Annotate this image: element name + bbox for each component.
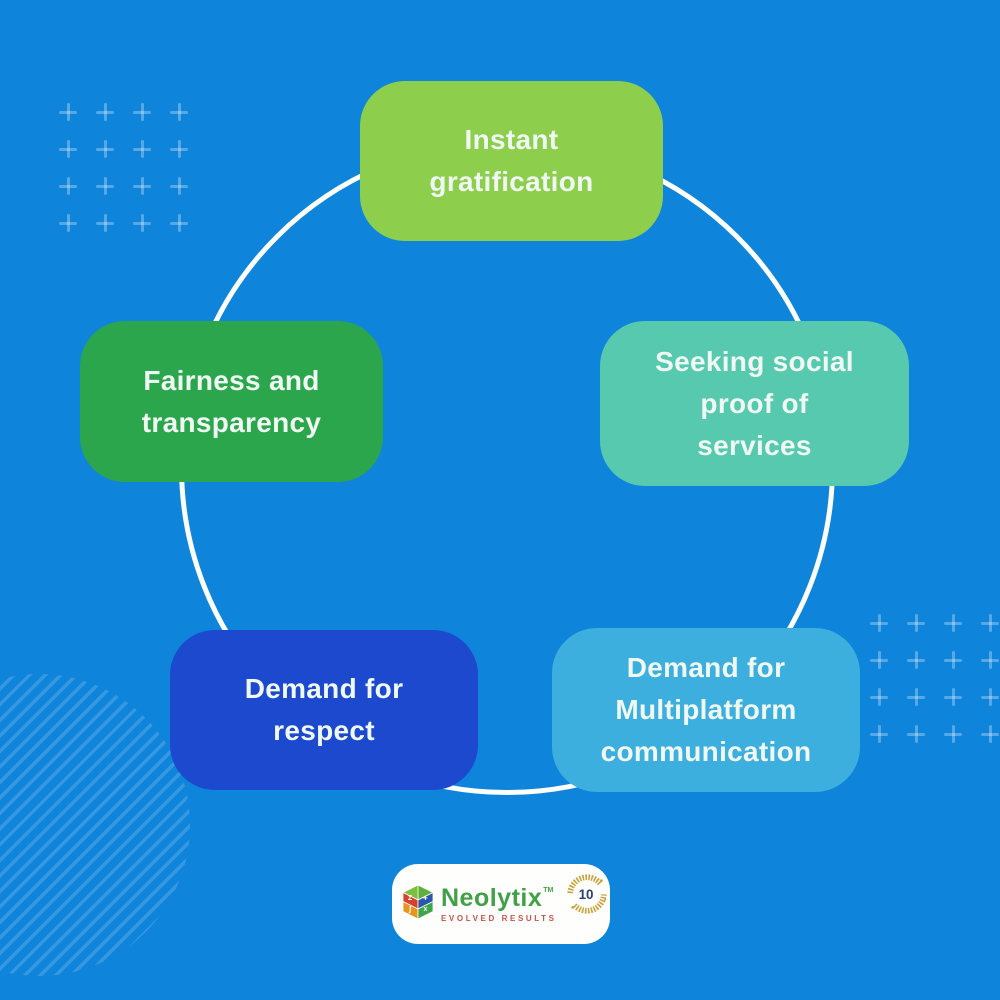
plus-icon	[981, 725, 999, 743]
brand-tagline: EVOLVED RESULTS	[441, 914, 557, 923]
ten-years-badge-icon: 10	[564, 871, 610, 922]
plus-icon	[870, 725, 888, 743]
plus-pattern-top-left	[59, 103, 188, 232]
trademark-symbol: TM	[543, 887, 554, 894]
plus-icon	[59, 103, 77, 121]
svg-text:Σ: Σ	[408, 895, 412, 902]
plus-icon	[907, 651, 925, 669]
plus-icon	[170, 214, 188, 232]
plus-icon	[981, 651, 999, 669]
plus-icon	[96, 103, 114, 121]
plus-pattern-right	[870, 614, 999, 743]
brand-name: Neolytix	[441, 884, 543, 912]
plus-icon	[944, 688, 962, 706]
plus-icon	[59, 214, 77, 232]
plus-icon	[907, 614, 925, 632]
plus-icon	[944, 651, 962, 669]
plus-icon	[133, 177, 151, 195]
svg-text:10: 10	[578, 886, 593, 901]
plus-icon	[96, 177, 114, 195]
plus-icon	[981, 614, 999, 632]
neolytix-wordmark: Neolytix TM EVOLVED RESULTS	[441, 885, 557, 923]
plus-icon	[870, 614, 888, 632]
neolytix-cube-icon: Σ ∫ + x	[402, 883, 434, 925]
plus-icon	[981, 688, 999, 706]
plus-icon	[944, 614, 962, 632]
plus-icon	[170, 177, 188, 195]
striped-circle-decoration	[0, 674, 190, 976]
neolytix-logo-pill: Σ ∫ + x Neolytix TM EVOLVED RESULTS 10	[392, 864, 610, 944]
plus-icon	[907, 688, 925, 706]
plus-icon	[96, 214, 114, 232]
plus-icon	[133, 103, 151, 121]
plus-icon	[870, 688, 888, 706]
plus-icon	[944, 725, 962, 743]
plus-icon	[170, 103, 188, 121]
plus-icon	[133, 140, 151, 158]
svg-text:∫: ∫	[408, 904, 412, 913]
plus-icon	[59, 140, 77, 158]
svg-text:+: +	[423, 893, 428, 902]
plus-icon	[907, 725, 925, 743]
svg-text:x: x	[424, 906, 428, 913]
plus-icon	[59, 177, 77, 195]
plus-icon	[133, 214, 151, 232]
plus-icon	[870, 651, 888, 669]
plus-icon	[96, 140, 114, 158]
plus-icon	[170, 140, 188, 158]
